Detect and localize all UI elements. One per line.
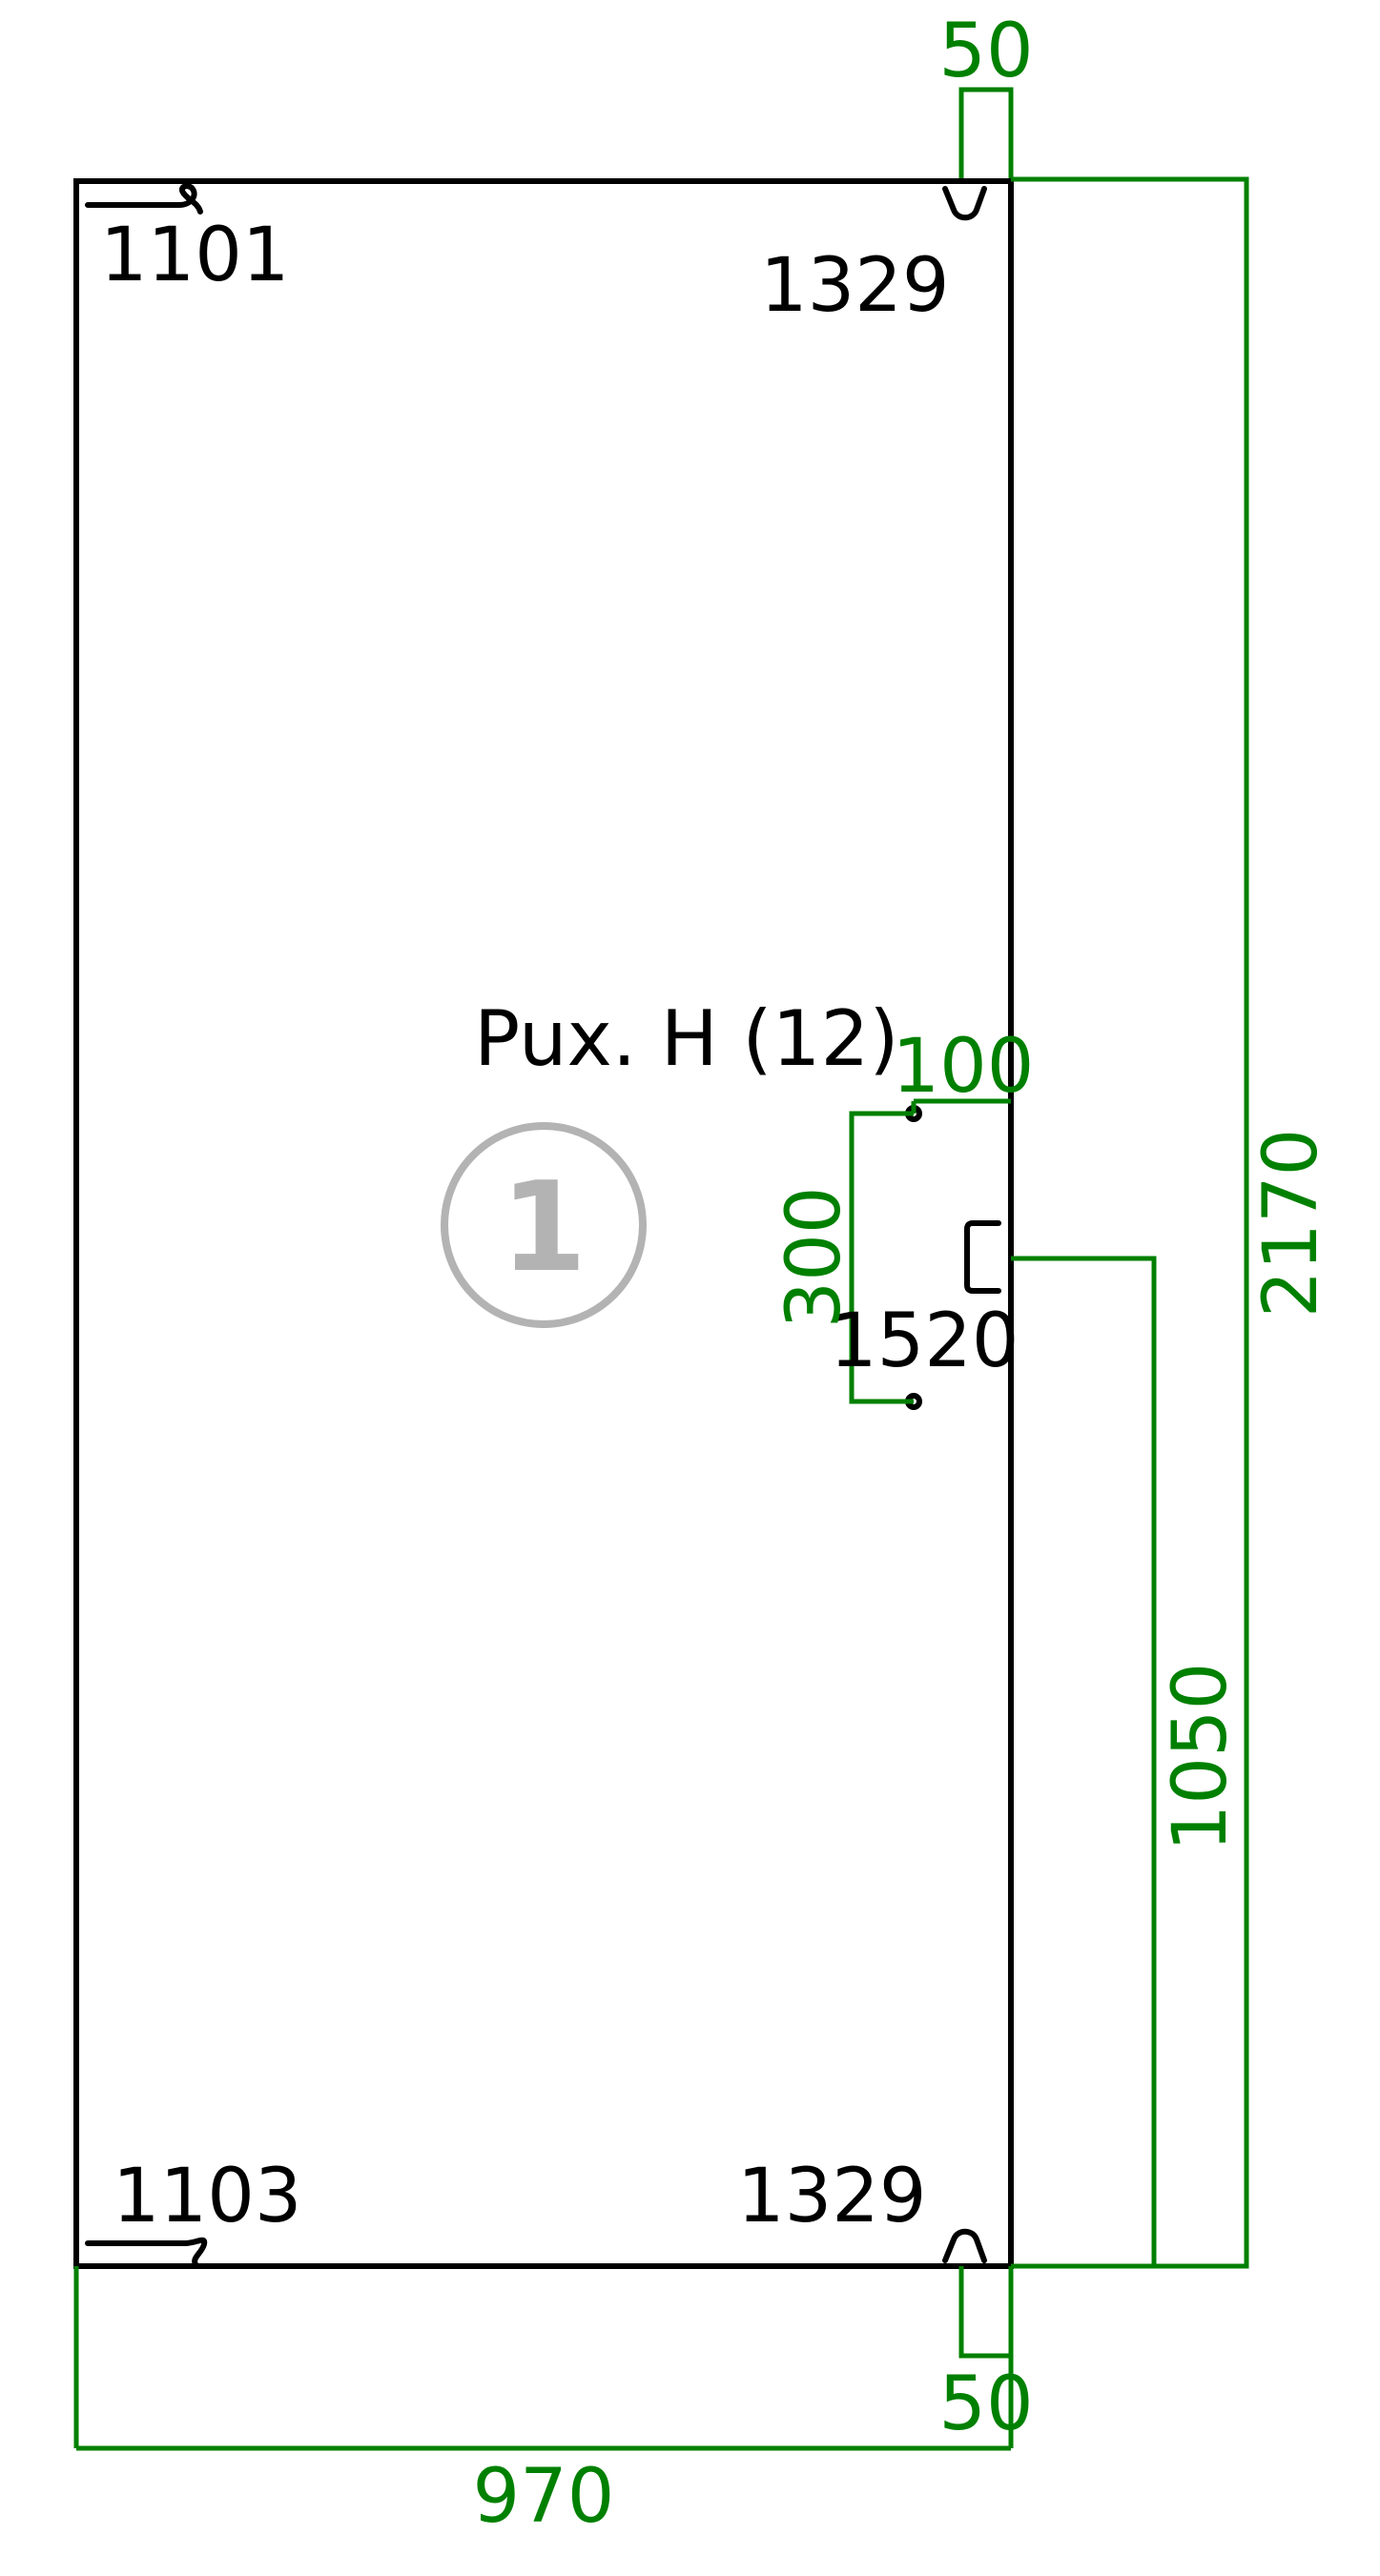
panel-outline <box>73 178 1014 2269</box>
dim-handle-inset: 100 <box>893 1024 1035 1110</box>
dim-handle-spacing: 300 <box>772 1187 857 1329</box>
dim-handle-height: 1050 <box>1158 1663 1244 1852</box>
panel-number: 1 <box>501 1155 587 1299</box>
label-handle: 1520 <box>830 1298 1020 1384</box>
hinge-cup-bottom-right <box>942 2228 987 2263</box>
label-bottom-left: 1103 <box>113 2154 302 2239</box>
dim-bottom-offset: 50 <box>938 2361 1033 2447</box>
dim-total-height: 2170 <box>1248 1129 1334 1319</box>
hinge-cup-top-right <box>942 186 987 221</box>
label-bottom-right: 1329 <box>737 2154 927 2239</box>
dim-top-offset: 50 <box>938 9 1033 94</box>
lock-symbol <box>964 1220 1001 1294</box>
label-top-right: 1329 <box>760 243 950 329</box>
hinge-symbol-top-left <box>85 183 203 215</box>
panel-number-badge: 1 <box>441 1122 647 1328</box>
hinge-symbol-bottom-left <box>85 2237 208 2267</box>
label-top-left: 1101 <box>100 213 290 298</box>
dimension-lines <box>73 87 1249 2451</box>
panel-title: Pux. H (12) <box>474 994 899 1083</box>
dim-total-width: 970 <box>473 2454 615 2540</box>
